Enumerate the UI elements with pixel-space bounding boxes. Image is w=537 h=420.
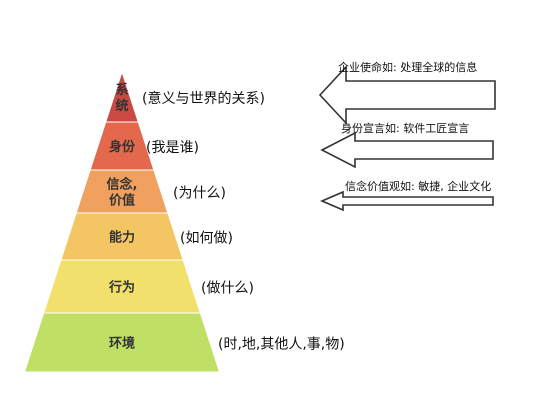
arrow-caption: 身份宣言如: 软件工匠宣言 xyxy=(341,121,469,135)
level-label: 价值 xyxy=(109,193,135,209)
level-label: 行为 xyxy=(108,280,135,296)
level-description: (我是谁) xyxy=(146,140,199,156)
level-label: 统 xyxy=(115,98,128,114)
level-label: 信念, xyxy=(107,177,138,193)
level-descriptions: (意义与世界的关系) (我是谁) (为什么) (如何做) (做什么) (时,地,其他人,事… xyxy=(142,90,345,353)
level-description: (意义与世界的关系) xyxy=(142,90,265,107)
left-arrow-3 xyxy=(319,190,494,212)
pyramid-level-6 xyxy=(23,312,221,373)
level-label: 系 xyxy=(115,82,128,98)
level-description: (如何做) xyxy=(180,231,233,247)
level-description: (时,地,其他人,事,物) xyxy=(218,337,345,353)
level-label: 身份 xyxy=(109,139,136,155)
left-arrow-2 xyxy=(320,131,494,169)
level-description: (做什么) xyxy=(201,281,254,297)
arrow-caption: 信念价值观如: 敏捷, 企业文化 xyxy=(345,179,491,193)
level-description: (为什么) xyxy=(173,186,226,202)
level-label: 环境 xyxy=(109,336,135,352)
arrow-caption: 企业使命如: 处理全球的信息 xyxy=(338,60,477,74)
left-arrow-1 xyxy=(318,64,496,126)
level-label: 能力 xyxy=(109,230,135,246)
